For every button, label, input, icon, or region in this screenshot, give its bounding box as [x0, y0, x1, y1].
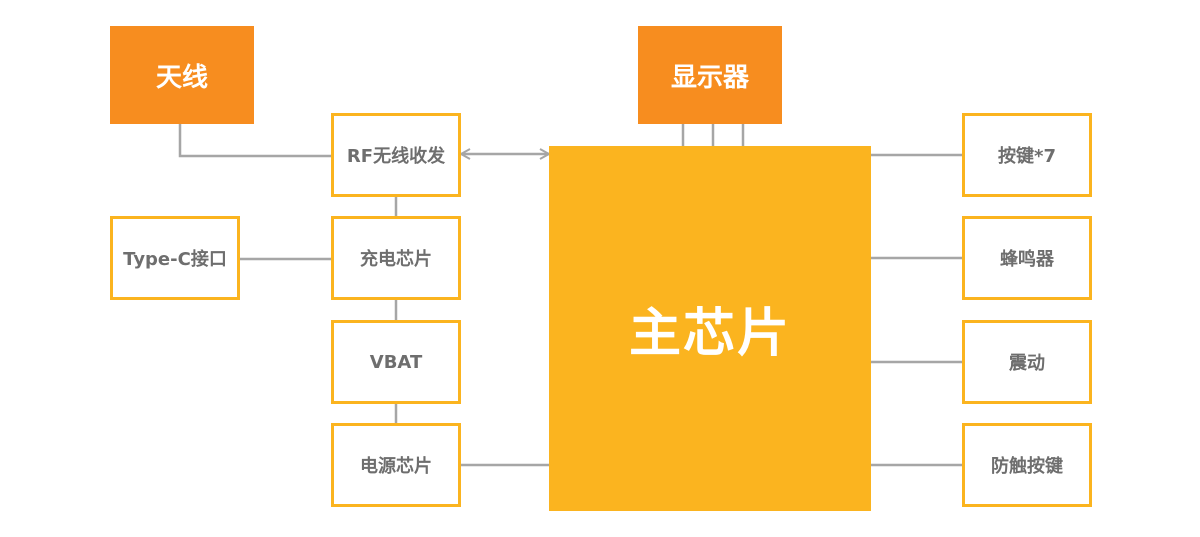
display-label: 显示器 — [670, 62, 749, 93]
charge-chip-label: 充电芯片 — [360, 249, 432, 270]
display-node: 显示器 — [638, 26, 782, 124]
charge-chip-node: 充电芯片 — [331, 216, 461, 300]
vibration-node: 震动 — [962, 320, 1092, 404]
antenna-node: 天线 — [110, 26, 254, 124]
vbat-node: VBAT — [331, 320, 461, 404]
antenna-label: 天线 — [155, 62, 208, 93]
vbat-label: VBAT — [369, 351, 423, 373]
typec-port-label: Type-C接口 — [123, 249, 227, 270]
main-chip-node: 主芯片 — [549, 146, 871, 511]
main-chip-label: 主芯片 — [628, 304, 791, 364]
vibration-label: 震动 — [1009, 353, 1045, 374]
rf-transceiver-node: RF无线收发 — [331, 113, 461, 197]
rf-transceiver-label: RF无线收发 — [346, 146, 446, 167]
power-chip-label: 电源芯片 — [360, 456, 432, 477]
touch-key-label: 防触按键 — [991, 456, 1063, 477]
antenna-rf-line — [178, 124, 331, 158]
buzzer-node: 蜂鸣器 — [962, 216, 1092, 300]
touch-key-node: 防触按键 — [962, 423, 1092, 507]
typec-port-node: Type-C接口 — [110, 216, 240, 300]
power-chip-node: 电源芯片 — [331, 423, 461, 507]
buzzer-label: 蜂鸣器 — [1000, 249, 1054, 270]
keys-label: 按键*7 — [998, 146, 1056, 167]
keys-node: 按键*7 — [962, 113, 1092, 197]
